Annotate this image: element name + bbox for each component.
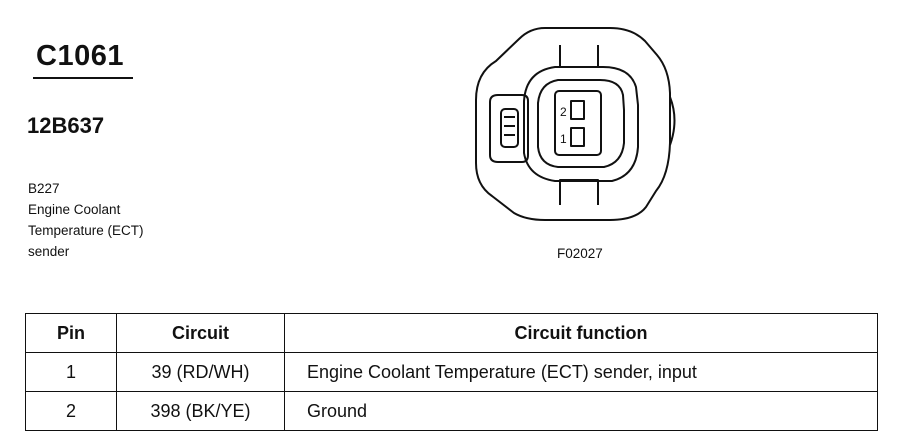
- pin-1-label: 1: [560, 132, 567, 146]
- cell-circuit: 39 (RD/WH): [116, 352, 285, 392]
- component-name-line-1: Engine Coolant: [28, 202, 121, 217]
- cell-pin: 1: [25, 352, 117, 392]
- pin-2-terminal: [570, 100, 585, 120]
- cell-function: Engine Coolant Temperature (ECT) sender,…: [284, 352, 878, 392]
- table-row: 1 39 (RD/WH) Engine Coolant Temperature …: [25, 352, 878, 392]
- connector-right-bump: [669, 96, 676, 146]
- cell-circuit: 398 (BK/YE): [116, 391, 285, 431]
- component-name-line-2: Temperature (ECT): [28, 223, 144, 238]
- pin-table: Pin Circuit Circuit function 1 39 (RD/WH…: [25, 313, 878, 431]
- terminal-block: [554, 90, 602, 156]
- pin-2-label: 2: [560, 105, 567, 119]
- part-number: 12B637: [27, 113, 105, 138]
- component-description: B227 Engine Coolant Temperature (ECT) se…: [28, 178, 144, 262]
- connector-id: C1061: [36, 40, 124, 72]
- latch-housing: [489, 94, 529, 163]
- table-row: 2 398 (BK/YE) Ground: [25, 391, 878, 431]
- connector-face-diagram: 2 1: [475, 27, 676, 221]
- component-code: B227: [28, 181, 60, 196]
- header-circuit: Circuit: [116, 313, 285, 353]
- terminal-cavity-inner: [537, 79, 625, 168]
- latch-inner: [500, 108, 519, 148]
- header-circuit-function: Circuit function: [284, 313, 878, 353]
- cell-pin: 2: [25, 391, 117, 431]
- component-name-line-3: sender: [28, 244, 70, 259]
- table-header-row: Pin Circuit Circuit function: [25, 313, 878, 353]
- header-pin: Pin: [25, 313, 117, 353]
- cell-function: Ground: [284, 391, 878, 431]
- terminal-cavity-outer: [523, 66, 639, 182]
- connector-id-underline: [33, 77, 133, 79]
- top-key: [559, 45, 599, 68]
- figure-id: F02027: [557, 246, 603, 261]
- connector-housing-outline: [475, 27, 671, 221]
- bottom-key: [559, 179, 599, 205]
- pin-1-terminal: [570, 127, 585, 147]
